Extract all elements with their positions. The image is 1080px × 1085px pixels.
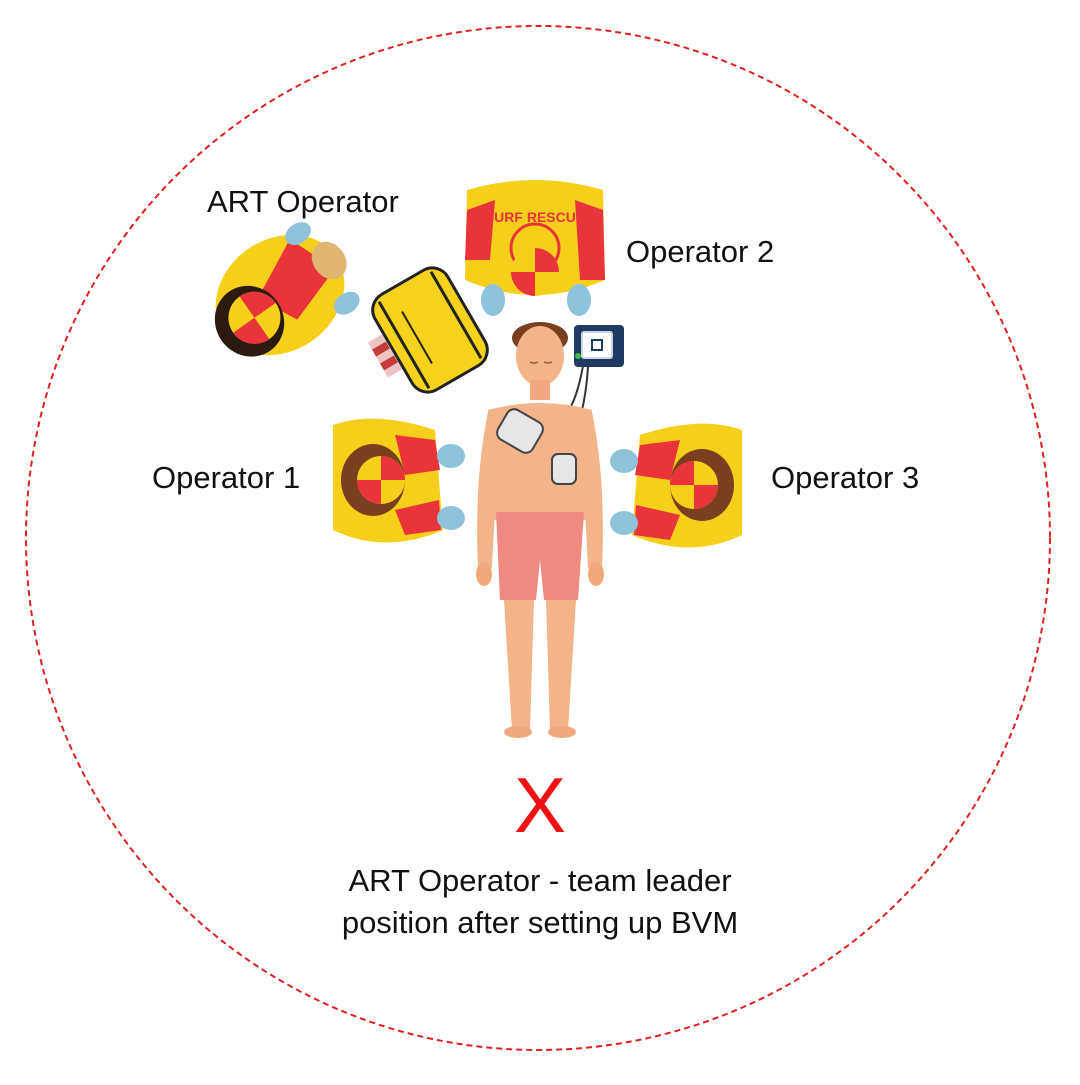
aed-pad-upper	[496, 408, 544, 454]
art-operator-label: ART Operator	[207, 184, 399, 219]
operator-1-figure	[333, 418, 465, 543]
caption-line-1: ART Operator - team leader	[348, 863, 732, 898]
operator-1-label: Operator 1	[152, 460, 301, 495]
caption-line-2: position after setting up BVM	[341, 905, 739, 940]
aed-pad-lower	[551, 453, 577, 485]
art-operator-figure	[214, 222, 360, 357]
team-leader-position-marker: X	[513, 761, 567, 849]
operator-2-figure: SURF RESCUE	[465, 180, 605, 316]
patient-figure	[476, 322, 604, 738]
operator-3-figure	[610, 423, 742, 548]
aed-defibrillator	[574, 325, 624, 367]
surf-rescue-text: SURF RESCUE	[485, 209, 585, 225]
team-leader-caption: ART Operator - team leader position afte…	[0, 860, 1080, 944]
operator-2-label: Operator 2	[626, 234, 775, 269]
boundary-circle	[25, 25, 1051, 1051]
oxygen-resuscitation-bag	[368, 266, 489, 394]
operator-3-label: Operator 3	[771, 460, 920, 495]
